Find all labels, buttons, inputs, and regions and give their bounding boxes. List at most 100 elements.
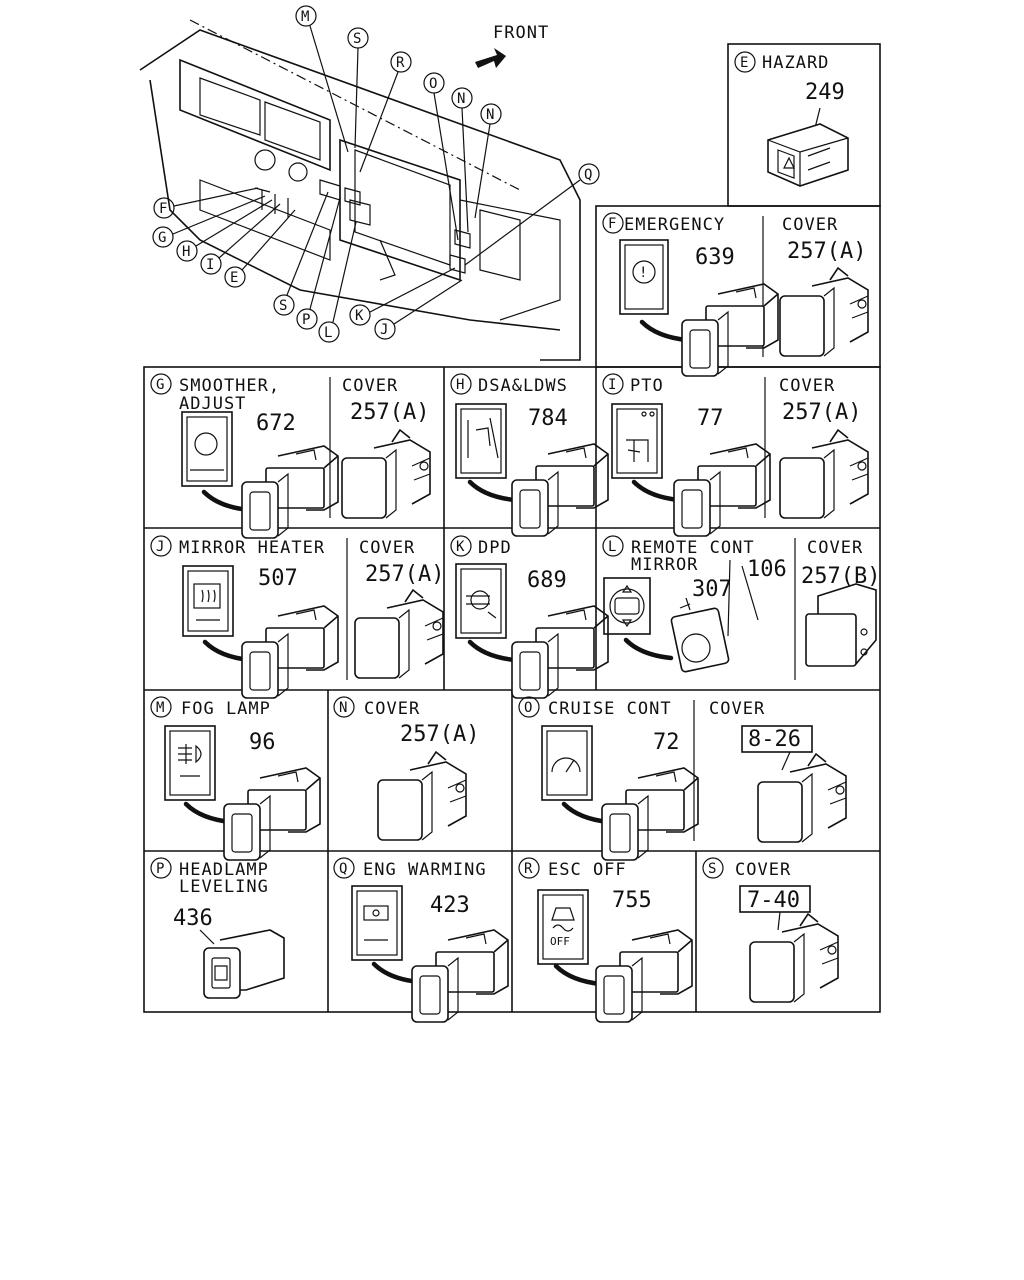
hazard-switch-drawing: [767, 123, 849, 187]
panel-H-dsa-ldws: H DSA&LDWS 784: [450, 373, 609, 537]
svg-text:N: N: [457, 91, 465, 107]
callout-R: R: [359, 51, 412, 173]
svg-text:Q: Q: [584, 167, 592, 183]
part-number: 672: [256, 411, 296, 436]
svg-text:Q: Q: [339, 861, 347, 877]
panel-I-pto: I PTO 77 COVER 257(A): [602, 373, 869, 537]
svg-text:P: P: [302, 312, 310, 328]
panel-O-cruise-cont: O CRUISE CONT 72 COVER 8-26: [518, 696, 847, 861]
callout-H: H: [176, 199, 273, 262]
svg-text:HEADLAMP: HEADLAMP: [179, 860, 269, 880]
panel-title: COVER: [364, 699, 420, 719]
callout-I: I: [200, 203, 281, 275]
panel-S-cover: S COVER 7-40: [702, 857, 839, 1003]
cover-reference: 7-40: [747, 888, 800, 913]
callout-F: F: [153, 187, 259, 219]
panel-E-hazard: E HAZARD 249: [734, 51, 849, 187]
panel-letter: E: [740, 55, 748, 71]
cover-title: COVER: [782, 215, 838, 235]
part-number: 106: [747, 557, 787, 582]
cover-title: COVER: [807, 538, 863, 558]
part-number: 689: [527, 568, 567, 593]
callout-K: K: [349, 267, 456, 326]
svg-text:F: F: [608, 216, 616, 232]
callout-Q: Q: [464, 163, 600, 266]
callout-E: E: [224, 209, 296, 288]
panel-title: HAZARD: [762, 53, 829, 73]
part-number: 257(A): [400, 722, 479, 747]
svg-text:G: G: [158, 230, 166, 246]
callout-P: P: [296, 197, 341, 330]
svg-text:J: J: [380, 322, 388, 338]
svg-text:J: J: [156, 539, 164, 555]
part-number: 249: [805, 80, 845, 105]
panel-N-cover: N COVER 257(A): [333, 696, 479, 841]
front-arrow: FRONT: [475, 23, 549, 68]
panel-M-fog-lamp: M FOG LAMP 96: [150, 696, 321, 861]
panel-title: MIRROR HEATER: [179, 538, 325, 558]
svg-text:F: F: [159, 201, 167, 217]
svg-text:!: !: [639, 265, 647, 281]
dashboard-overview-drawing: [139, 19, 581, 361]
svg-text:I: I: [206, 257, 214, 273]
svg-text:G: G: [156, 377, 164, 393]
panel-title: CRUISE CONT: [548, 699, 672, 719]
svg-text:M: M: [301, 9, 309, 25]
part-number: 77: [697, 406, 724, 431]
svg-text:R: R: [396, 55, 405, 71]
svg-text:S: S: [353, 31, 361, 47]
panel-J-mirror-heater: J MIRROR HEATER 507 COVER 257(A): [150, 535, 444, 699]
panel-K-dpd: K DPD 689: [450, 535, 609, 699]
svg-text:LEVELING: LEVELING: [179, 877, 269, 897]
panel-title: COVER: [735, 860, 791, 880]
panel-title: DSA&LDWS: [478, 376, 568, 396]
svg-text:R: R: [524, 861, 533, 877]
part-number: 96: [249, 730, 276, 755]
cover-title: COVER: [359, 538, 415, 558]
svg-text:SMOOTHER,: SMOOTHER,: [179, 376, 280, 396]
svg-text:I: I: [608, 377, 616, 393]
panel-F-emergency: F EMERGENCY 639 COVER 257(A) !: [602, 212, 869, 377]
part-number: 436: [173, 906, 213, 931]
svg-text:O: O: [429, 76, 437, 92]
panel-title: ENG WARMING: [363, 860, 487, 880]
svg-text:K: K: [355, 308, 364, 324]
svg-text:REMOTE CONT: REMOTE CONT: [631, 538, 755, 558]
svg-text:L: L: [608, 539, 616, 555]
part-number: 784: [528, 406, 568, 431]
cover-part-number: 257(A): [350, 400, 429, 425]
callout-N-2: N: [474, 103, 502, 219]
cover-title: COVER: [709, 699, 765, 719]
panel-title: FOG LAMP: [181, 699, 271, 719]
overview-callouts: M S R O N N Q F G H I E S P L K J: [152, 5, 600, 343]
svg-text:O: O: [524, 700, 532, 716]
panel-G-smoother-adjust: G SMOOTHER, ADJUST 672 COVER 257(A): [150, 373, 431, 539]
svg-text:S: S: [708, 861, 716, 877]
callout-J: J: [374, 279, 463, 340]
svg-text:P: P: [156, 861, 164, 877]
part-number: 423: [430, 893, 470, 918]
svg-text:ADJUST: ADJUST: [179, 394, 246, 414]
svg-text:H: H: [456, 377, 464, 393]
svg-text:L: L: [324, 325, 332, 341]
panel-title: DPD: [478, 538, 512, 558]
callout-G: G: [152, 195, 266, 248]
part-number: 72: [653, 730, 680, 755]
svg-text:H: H: [182, 244, 190, 260]
front-label: FRONT: [493, 23, 549, 43]
callout-S: S: [347, 27, 369, 149]
part-number: 639: [695, 245, 735, 270]
panel-title: ESC OFF: [548, 860, 627, 880]
cover-part-number: 257(A): [787, 239, 866, 264]
cover-title: COVER: [342, 376, 398, 396]
callout-L: L: [318, 221, 357, 343]
panel-title: EMERGENCY: [624, 215, 725, 235]
svg-text:M: M: [156, 700, 164, 716]
part-number: 307: [692, 577, 732, 602]
callout-N-1: N: [451, 87, 473, 233]
callout-O: O: [423, 72, 459, 241]
panel-Q-eng-warming: Q ENG WARMING 423: [333, 857, 509, 1023]
panel-R-esc-off: R ESC OFF 755 OFF: [518, 857, 693, 1023]
panel-L-remote-cont-mirror: L REMOTE CONT MIRROR 307 106 COVER 257(B…: [602, 535, 880, 673]
cover-part-number: 257(A): [782, 400, 861, 425]
